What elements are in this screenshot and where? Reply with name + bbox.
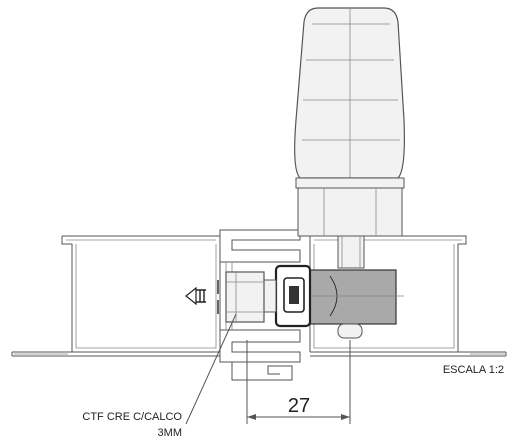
right-flange <box>310 351 507 357</box>
callout-label-line1: CTF CRE C/CALCO <box>82 411 182 423</box>
dimension: 27 <box>246 340 351 424</box>
rosette-body <box>297 187 403 237</box>
upper-rail <box>219 229 301 263</box>
dimension-extension-lines <box>246 340 351 424</box>
left-chamber-inner <box>66 239 217 349</box>
left-flange <box>11 351 220 357</box>
callout-leader <box>185 313 237 425</box>
rosette-lines <box>323 188 377 236</box>
keeper-inner <box>283 277 305 313</box>
screw-thread <box>196 289 206 303</box>
handle-grip <box>294 7 405 179</box>
lower-rail <box>219 329 301 363</box>
callout-label-line2: 3MM <box>158 427 182 439</box>
spindle-lines <box>341 236 361 268</box>
screw-tip <box>185 286 197 306</box>
scale-label: ESCALA 1:2 <box>443 364 504 376</box>
lock-bolt <box>337 323 363 339</box>
keeper-slot <box>289 286 299 304</box>
cylinder-lines <box>226 272 264 322</box>
rail-hook <box>231 362 293 381</box>
dimension-value: 27 <box>288 395 310 417</box>
rosette-top <box>295 177 405 189</box>
lock-mechanism <box>185 264 404 339</box>
cylinder-collar <box>263 279 277 313</box>
lock-body <box>309 269 397 325</box>
handle <box>294 7 405 269</box>
cylinder-body <box>225 271 265 323</box>
